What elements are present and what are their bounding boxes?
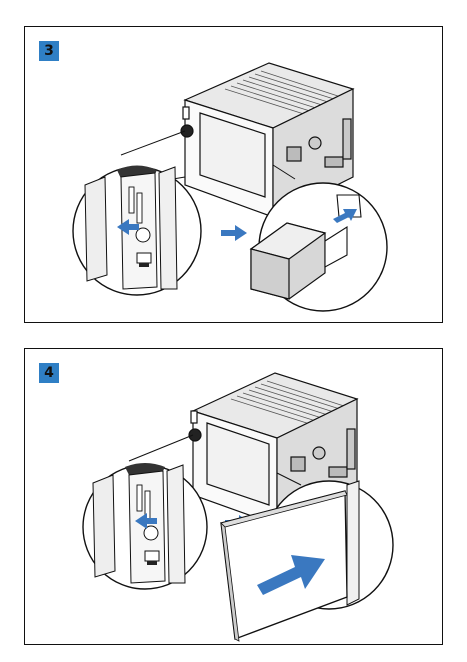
open-cover-arrow: [117, 219, 139, 235]
right-zoom-circle: [249, 164, 388, 312]
usb-connector: [249, 222, 348, 300]
step-4-illustration: [82, 372, 394, 642]
insert-arrow: [221, 225, 247, 241]
step-3-badge: 3: [39, 41, 59, 61]
step-4-panel: 4: [24, 348, 443, 645]
sd-card: [220, 490, 348, 642]
step-4-badge: 4: [39, 363, 59, 383]
right-zoom-circle: [220, 472, 394, 642]
step-3-panel: 3: [24, 26, 443, 323]
insert-direction-icon: [257, 555, 325, 595]
step-3-illustration: [72, 62, 388, 312]
left-zoom-circle: [82, 434, 208, 590]
open-cover-arrow: [135, 513, 157, 529]
left-zoom-circle: [72, 130, 202, 296]
head-unit-device: [180, 62, 355, 218]
